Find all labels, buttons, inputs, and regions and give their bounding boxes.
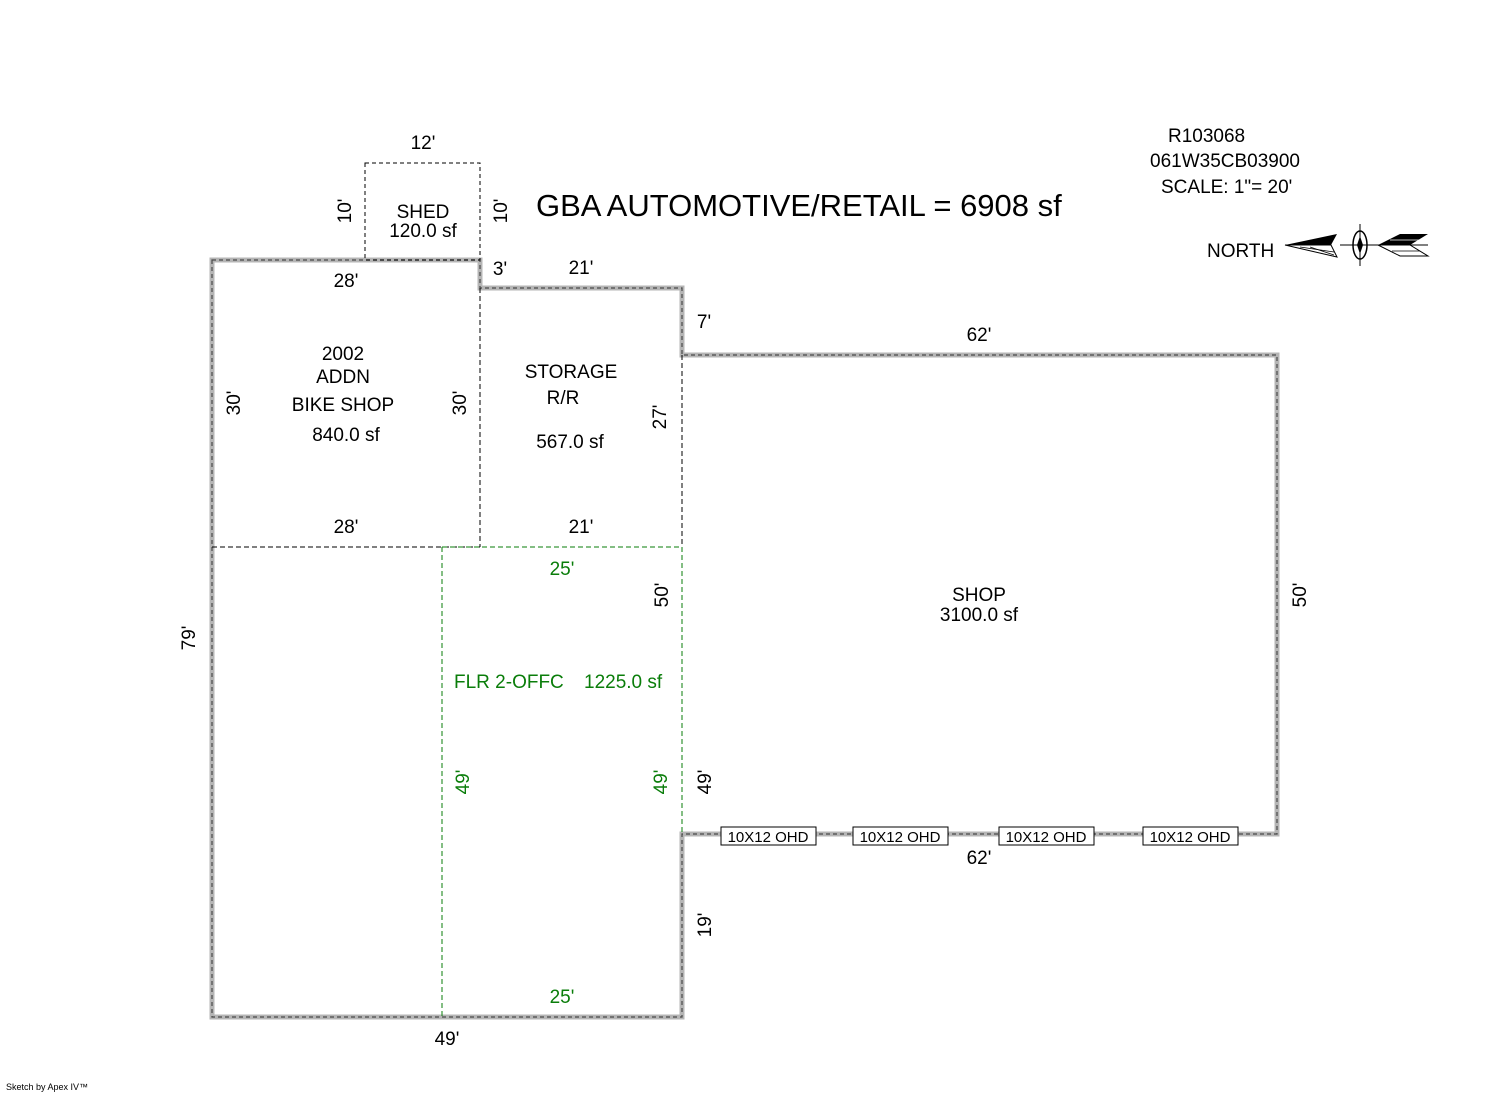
door-box-1 [720, 826, 817, 846]
storage-sub: R/R [547, 388, 580, 409]
door-label-3: 10X12 OHD [1006, 829, 1087, 846]
door-label-4: 10X12 OHD [1150, 829, 1231, 846]
shed-dim-left: 10' [335, 199, 356, 224]
office-dim-right: 49' [651, 770, 672, 795]
overhead-doors: 10X12 OHD 10X12 OHD 10X12 OHD 10X12 OHD [720, 826, 1239, 846]
north-arrow-icon [1284, 224, 1430, 266]
software-credit: Sketch by Apex IV™ [6, 1082, 88, 1092]
bike-shop-dim-left: 30' [224, 391, 245, 416]
office-outline [441, 546, 683, 1017]
building-outline [209, 257, 1280, 1020]
parcel-id: R103068 [1168, 126, 1245, 147]
shed-dim-right: 10' [491, 199, 512, 224]
office-dim-bottom: 25' [550, 987, 575, 1008]
main-dim-left: 79' [179, 626, 200, 651]
shed-name: SHED [397, 202, 450, 223]
office-name: FLR 2-OFFC [454, 672, 564, 693]
door-box-2 [852, 826, 949, 846]
storage-dim-top: 21' [569, 258, 594, 279]
shop-dim-left-lower: 49' [695, 770, 716, 795]
shed-area: 120.0 sf [389, 221, 457, 242]
bike-shop-name: BIKE SHOP [292, 395, 394, 416]
sketch-title: GBA AUTOMOTIVE/RETAIL = 6908 sf [536, 188, 1062, 223]
main-dim-right-lower: 19' [695, 913, 716, 938]
bike-shop-area: 840.0 sf [312, 425, 380, 446]
door-label-1: 10X12 OHD [728, 829, 809, 846]
interior-lines [212, 288, 683, 548]
office-dim-top: 25' [550, 559, 575, 580]
door-label-2: 10X12 OHD [860, 829, 941, 846]
door-box-4 [1142, 826, 1239, 846]
storage-dim-bottom: 21' [569, 517, 594, 538]
north-label: NORTH [1207, 241, 1274, 262]
storage-name: STORAGE [525, 362, 618, 383]
office-dim-left: 49' [453, 770, 474, 795]
exterior-walls [209, 257, 1280, 1020]
scale-label: SCALE: 1"= 20' [1161, 177, 1292, 198]
shop-area: 3100.0 sf [940, 605, 1019, 626]
main-dim-bottom: 49' [435, 1029, 460, 1050]
shed-dim-top: 12' [411, 133, 436, 154]
bike-shop-dim-top: 28' [334, 271, 359, 292]
bike-shop-dim-right: 30' [450, 391, 471, 416]
storage-dim-upper-right: 7' [697, 312, 711, 333]
office-area: 1225.0 sf [584, 672, 663, 693]
building-outline-inner [211, 259, 1278, 1018]
shop-name: SHOP [952, 585, 1006, 606]
shop-dim-top: 62' [967, 325, 992, 346]
shop-dim-right: 50' [1290, 583, 1311, 608]
map-number: 061W35CB03900 [1150, 151, 1300, 172]
bike-shop-addn: ADDN [316, 367, 370, 388]
shed-outline [364, 162, 481, 261]
storage-dim-step: 3' [493, 259, 507, 280]
bike-shop-dim-bottom: 28' [334, 517, 359, 538]
storage-dim-right: 27' [650, 405, 671, 430]
bike-shop-year: 2002 [322, 344, 364, 365]
shop-dim-left-upper: 50' [652, 583, 673, 608]
door-box-3 [998, 826, 1095, 846]
shop-dim-bottom: 62' [967, 848, 992, 869]
storage-area: 567.0 sf [536, 432, 604, 453]
